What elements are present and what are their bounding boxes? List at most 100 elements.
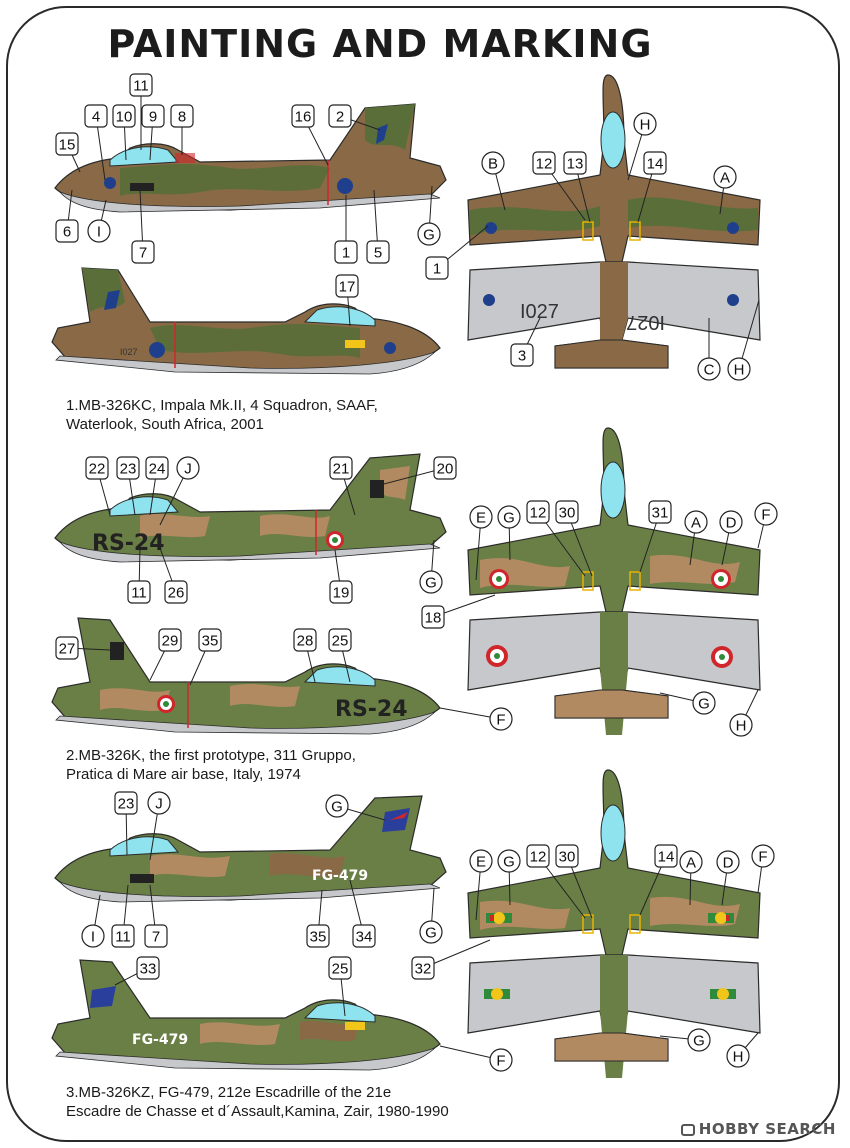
callout-label: G [331, 799, 343, 816]
callout-label: 1 [342, 245, 350, 262]
callout-label: 35 [310, 929, 327, 946]
callout-marker-shape [679, 850, 703, 874]
callout-3-f: F [439, 1045, 513, 1072]
scheme-3-code-upper: FG-479 [312, 868, 368, 884]
callout-marker-shape [684, 510, 708, 534]
callout-marker-shape [84, 104, 108, 128]
scheme-1-underside-serial-right: I027 [626, 311, 665, 333]
callout-label: 18 [425, 610, 442, 627]
callout-1-17: 17 [335, 274, 359, 327]
callout-label: F [761, 507, 770, 524]
callout-label: 21 [333, 461, 350, 478]
callout-marker-shape [489, 707, 513, 731]
callout-label: H [733, 1049, 744, 1066]
callout-label: D [723, 855, 734, 872]
callout-label: 11 [115, 929, 131, 946]
callout-3-30: 30 [555, 844, 593, 919]
scheme-1-underside-serial-left: I027 [520, 301, 559, 323]
callout-3-7: 7 [144, 884, 168, 948]
callout-3-g: G [659, 1028, 711, 1052]
callout-2-d: D [719, 510, 743, 566]
callout-marker-shape [335, 274, 359, 298]
callout-1-5: 5 [366, 189, 390, 264]
callout-1-h: H [627, 112, 657, 181]
scheme-2-caption: 2.MB-326K, the first prototype, 311 Grup… [66, 746, 356, 784]
callout-marker-shape [306, 924, 330, 948]
callout-2-a: A [684, 510, 708, 566]
callout-3-33: 33 [114, 956, 160, 986]
scheme-2-bottom-view [467, 611, 761, 735]
scheme-2-caption-line-2: Pratica di Mare air base, Italy, 1974 [66, 766, 301, 783]
callout-3-h: H [726, 1032, 759, 1068]
callout-label: A [686, 855, 696, 872]
callout-3-23: 23 [114, 791, 138, 856]
callout-label: H [734, 362, 745, 379]
callout-1-14: 14 [637, 151, 667, 223]
callout-1-1: 1 [425, 225, 489, 280]
callout-3-12: 12 [526, 844, 586, 919]
callout-marker-shape [469, 849, 493, 873]
scheme-2-code-lower: RS-24 [335, 697, 408, 722]
callout-1-g: G [417, 185, 441, 246]
callout-3-d: D [716, 850, 740, 906]
callout-marker-shape [532, 151, 556, 175]
callout-label: 32 [415, 961, 432, 978]
callout-label: 12 [530, 849, 547, 866]
callout-label: 12 [536, 156, 553, 173]
callout-label: 24 [149, 461, 166, 478]
callout-2-g: G [659, 691, 716, 715]
scheme-3-bottom-view [467, 954, 761, 1078]
callout-marker-shape [55, 636, 79, 660]
callout-marker-shape [170, 104, 194, 128]
callout-3-35: 35 [306, 889, 330, 948]
callout-label: 2 [336, 109, 344, 126]
callout-label: G [425, 925, 437, 942]
callout-1-8: 8 [170, 104, 194, 155]
scheme-2-side-view-lower: RS-24 [51, 617, 441, 735]
scheme-1-caption: 1.MB-326KC, Impala Mk.II, 4 Squadron, SA… [66, 396, 378, 434]
callout-label: 3 [518, 348, 526, 365]
callout-marker-shape [144, 924, 168, 948]
callout-marker-shape [328, 956, 352, 980]
callout-label: E [476, 510, 486, 527]
callout-label: 26 [168, 585, 185, 602]
callout-label: 4 [92, 109, 100, 126]
callout-1-15: 15 [55, 132, 81, 173]
callout-marker-shape [563, 151, 587, 175]
callout-marker-shape [81, 924, 105, 948]
callout-2-j: J [159, 456, 200, 526]
callout-label: G [425, 575, 437, 592]
callout-leader-line [738, 299, 760, 370]
callout-3-11: 11 [111, 884, 135, 948]
callout-label: G [423, 227, 435, 244]
callout-2-26: 26 [159, 547, 188, 604]
callout-1-i: I [87, 199, 111, 243]
callout-marker-shape [198, 628, 222, 652]
callout-2-f: F [754, 502, 778, 549]
callout-marker-shape [497, 849, 521, 873]
callout-label: J [155, 796, 163, 813]
callout-label: 14 [647, 156, 664, 173]
callout-2-31: 31 [639, 500, 672, 573]
callout-label: 11 [131, 585, 147, 602]
scheme-1-side-view-upper [54, 103, 447, 213]
callout-2-27: 27 [55, 636, 111, 660]
callout-label: 14 [658, 849, 675, 866]
callout-marker-shape [555, 500, 579, 524]
callout-marker-shape [692, 691, 716, 715]
callout-marker-shape [87, 219, 111, 243]
callout-3-f: F [751, 844, 775, 894]
callout-1-3: 3 [510, 317, 541, 367]
callout-label: J [184, 461, 192, 478]
callout-marker-shape [114, 791, 138, 815]
callout-marker-shape [417, 222, 441, 246]
callout-label: 20 [437, 461, 454, 478]
callout-label: C [704, 362, 715, 379]
scheme-3-code-lower: FG-479 [132, 1032, 188, 1048]
scheme-1-top-view [467, 74, 761, 263]
sheet-title: PAINTING AND MARKING [107, 22, 653, 66]
callout-marker-shape [164, 580, 188, 604]
callout-marker-shape [654, 844, 678, 868]
callout-label: A [691, 515, 701, 532]
scheme-3-caption-line-1: 3.MB-326KZ, FG-479, 212e Escadrille of t… [66, 1084, 392, 1101]
